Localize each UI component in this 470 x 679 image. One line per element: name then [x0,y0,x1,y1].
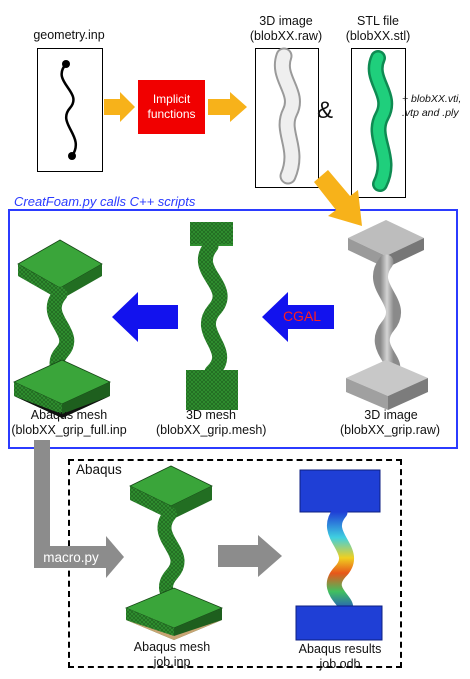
arrow-mesh-to-results [218,535,282,577]
image3d-tube [273,47,301,185]
image-grip-model [346,220,428,410]
geometry-curve [60,60,78,160]
geometry-box [37,48,103,172]
image-grip-label: 3D image [364,408,418,422]
extra-files-note-line1: + blobXX.vti, [402,93,462,105]
abaqus-mesh-full-file: (blobXX_grip_full.inp [11,423,127,437]
abaqus-mesh-full-label: Abaqus mesh [30,408,108,422]
extra-files-note-line2: .vtp and .ply [402,107,459,119]
arrow-stl-to-creatfoam [314,170,362,226]
extra-files-note: + blobXX.vti, .vtp and .ply [402,92,461,120]
abaqus-job-mesh-model [124,465,224,640]
geometry-label: geometry.inp [33,28,105,42]
image3d-file: (blobXX.raw) [249,29,323,43]
mesh3d-file: (blobXX_grip.mesh) [156,423,267,437]
arrow-mesh-to-abaqus [112,292,178,342]
arrow-image-to-mesh [262,292,334,342]
stl-tube [367,50,394,192]
abaqus-results-file: job.odb [319,657,361,671]
mesh3d-model [186,222,238,410]
cgal-label: CGAL [282,308,322,324]
mesh3d-label: 3D mesh [185,408,237,422]
abaqus-title: Abaqus [76,462,122,477]
abaqus-results-label: Abaqus results [298,642,382,656]
creatfoam-frame [8,209,458,449]
stl-file: (blobXX.stl) [345,29,411,43]
abaqus-mesh-full-model [13,239,111,418]
arrow-implicit-to-image [208,92,247,122]
abaqus-results-model [295,469,383,641]
creatfoam-title: CreatFoam.py calls C++ scripts [14,194,196,209]
arrow-geometry-to-implicit [104,92,135,122]
implicit-functions-box: Implicit functions [138,80,205,134]
abaqus-job-mesh-label: Abaqus mesh [133,640,211,654]
stl-label: STL file [357,14,399,28]
ampersand: & [317,97,334,124]
image3d-label: 3D image [259,14,313,28]
implicit-functions-label: Implicit functions [147,92,196,121]
macro-label: macro.py [43,550,99,565]
macro-arrow [34,440,124,578]
abaqus-job-mesh-file: job.inp [153,655,191,669]
image-grip-file: (blobXX_grip.raw) [339,423,441,437]
